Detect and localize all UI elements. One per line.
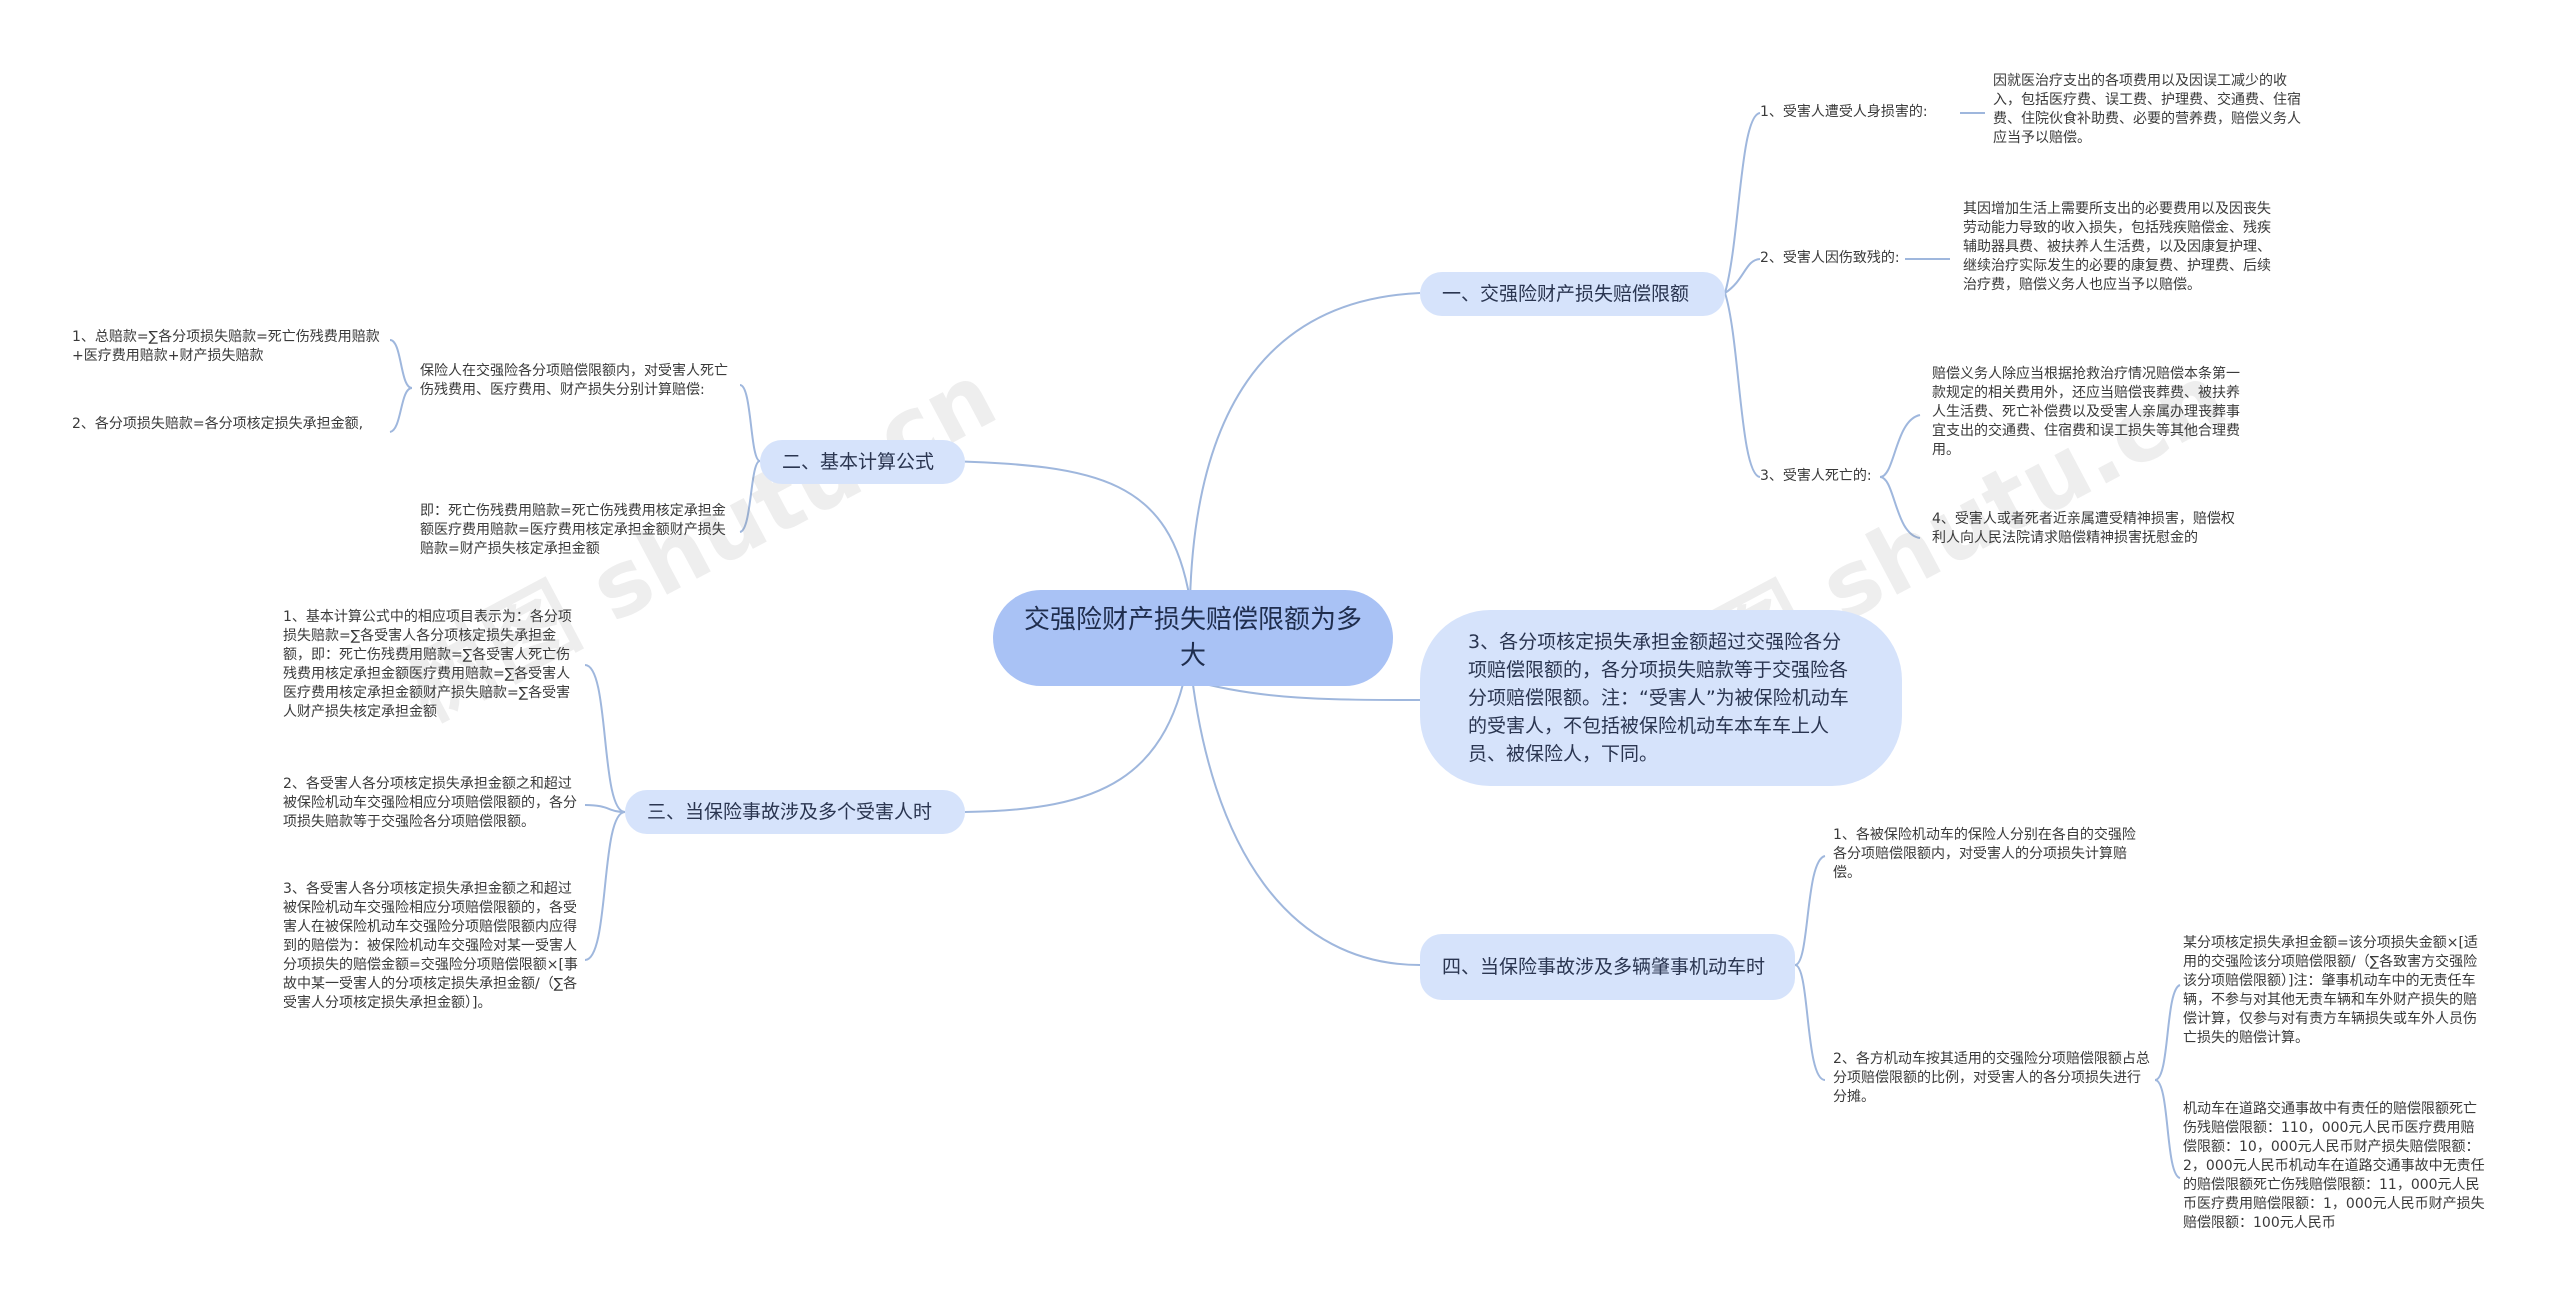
branch-1-sub-1-label[interactable]: 1、受害人遭受人身损害的: [1760, 104, 1928, 120]
branch-3-topic[interactable]: 三、当保险事故涉及多个受害人时 [625, 790, 965, 834]
branch-2-formula-2: 2、各分项损失赔款=各分项核定损失承担金额, [72, 416, 364, 432]
root-topic[interactable]: 交强险财产损失赔偿限额为多大 [993, 590, 1393, 686]
branch-1-sub-3-label[interactable]: 3、受害人死亡的: [1760, 468, 1872, 484]
branch-1-sub-3-text-1: 赔偿义务人除应当根据抢救治疗情况赔偿本条第一款规定的相关费用外，还应当赔偿丧葬费… [1932, 366, 2240, 458]
branch-1-sub-2-text: 其因增加生活上需要所支出的必要费用以及因丧失劳动能力导致的收入损失，包括残疾赔偿… [1963, 201, 2271, 293]
branch-5-text-1: 1、各被保险机动车的保险人分别在各自的交强险各分项赔偿限额内，对受害人的分项损失… [1833, 827, 2136, 881]
branch-1-sub-3-text-2: 4、受害人或者死者近亲属遭受精神损害，赔偿权利人向人民法院请求赔偿精神损害抚慰金… [1932, 511, 2235, 546]
branch-2-formula-1: 1、总赔款=∑各分项损失赔款=死亡伤残费用赔款+医疗费用赔款+财产损失赔款 [72, 329, 380, 364]
branch-3-text-1: 1、基本计算公式中的相应项目表示为：各分项损失赔款=∑各受害人各分项核定损失承担… [283, 609, 572, 720]
branch-3-text-2: 2、各受害人各分项核定损失承担金额之和超过被保险机动车交强险相应分项赔偿限额的，… [283, 776, 577, 830]
branch-2-intro: 保险人在交强险各分项赔偿限额内，对受害人死亡伤残费用、医疗费用、财产损失分别计算… [420, 363, 728, 398]
branch-1-sub-2-label[interactable]: 2、受害人因伤致残的: [1760, 250, 1900, 266]
branch-3-text-3: 3、各受害人各分项核定损失承担金额之和超过被保险机动车交强险相应分项赔偿限额的，… [283, 881, 578, 1011]
branch-5-text-4: 机动车在道路交通事故中有责任的赔偿限额死亡伤残赔偿限额：110，000元人民币医… [2183, 1101, 2485, 1231]
branch-4-topic[interactable]: 3、各分项核定损失承担金额超过交强险各分项赔偿限额的，各分项损失赔款等于交强险各… [1420, 610, 1902, 786]
branch-2-example: 即：死亡伤残费用赔款=死亡伤残费用核定承担金额医疗费用赔款=医疗费用核定承担金额… [420, 503, 726, 557]
branch-5-text-2: 2、各方机动车按其适用的交强险分项赔偿限额占总分项赔偿限额的比例，对受害人的各分… [1833, 1051, 2150, 1105]
branch-5-topic[interactable]: 四、当保险事故涉及多辆肇事机动车时 [1420, 934, 1795, 1000]
branch-1-topic[interactable]: 一、交强险财产损失赔偿限额 [1420, 272, 1725, 316]
branch-1-sub-1-text: 因就医治疗支出的各项费用以及因误工减少的收入，包括医疗费、误工费、护理费、交通费… [1993, 73, 2301, 146]
branch-5-text-3: 某分项核定损失承担金额=该分项损失金额×[适用的交强险该分项赔偿限额/（∑各致害… [2183, 935, 2478, 1046]
branch-2-topic[interactable]: 二、基本计算公式 [760, 440, 965, 484]
